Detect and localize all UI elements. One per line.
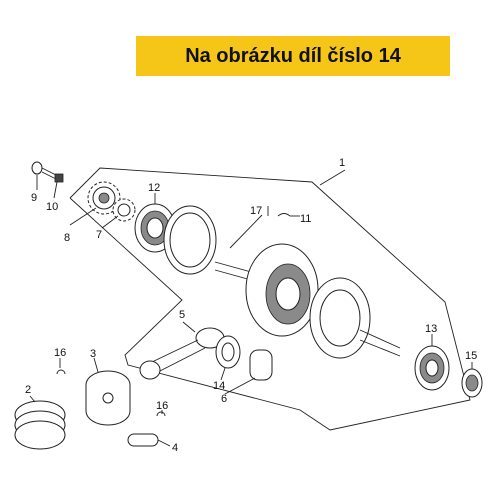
- crankshaft-right: [309, 277, 401, 359]
- callout-14: 14: [213, 380, 225, 392]
- callout-10: 10: [46, 201, 58, 213]
- callout-3: 3: [90, 348, 96, 360]
- part-11-key: [229, 213, 291, 249]
- callout-16-lower: 16: [156, 400, 168, 412]
- part-4-wrist-pin: [127, 433, 159, 447]
- callout-8: 8: [64, 232, 70, 244]
- part-16-clip-upper: [56, 369, 66, 375]
- banner-text: Na obrázku díl číslo 14: [185, 44, 401, 67]
- part-16-clip-lower: [156, 411, 166, 417]
- callout-16-upper: 16: [54, 347, 66, 359]
- part-14-needle-bearing: [215, 335, 241, 369]
- callout-9: 9: [31, 192, 37, 204]
- callout-12: 12: [148, 182, 160, 194]
- callout-15: 15: [465, 350, 477, 362]
- part-5-connecting-rod: [139, 327, 225, 380]
- part-3-piston: [85, 370, 131, 426]
- part-6-crank-pin: [249, 349, 273, 381]
- callout-2: 2: [25, 384, 31, 396]
- callout-6: 6: [221, 393, 227, 405]
- callout-11: 11: [300, 213, 311, 225]
- part-7-gear: [112, 198, 136, 222]
- callout-5: 5: [179, 309, 185, 321]
- callout-13: 13: [425, 323, 437, 335]
- callout-7: 7: [96, 229, 102, 241]
- part-2-piston-rings: [14, 400, 66, 450]
- callout-1: 1: [339, 157, 345, 169]
- part-13-bearing: [414, 345, 450, 391]
- part-8-gear: [87, 181, 121, 215]
- assembly-outline: [69, 167, 471, 431]
- part-9-bolt: [31, 161, 59, 181]
- seal-disc: [163, 205, 217, 275]
- callout-4: 4: [172, 442, 178, 454]
- crankshaft-left: [214, 243, 319, 337]
- highlight-banner: Na obrázku díl číslo 14: [136, 36, 450, 76]
- leader-lines: [29, 169, 473, 447]
- part-15-seal: [461, 368, 483, 398]
- part-10-nut: [54, 173, 64, 183]
- callout-17: 17: [250, 205, 262, 217]
